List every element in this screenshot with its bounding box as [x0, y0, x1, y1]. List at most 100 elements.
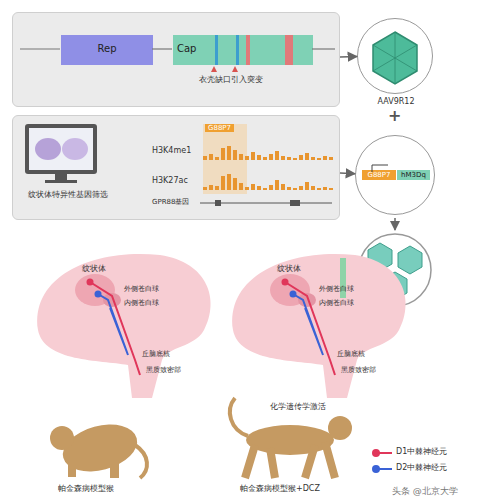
track-bar — [221, 148, 225, 160]
track-bar — [215, 186, 219, 190]
track-bar — [293, 158, 297, 160]
monkey-legs — [245, 442, 335, 478]
flow-arrow — [340, 172, 355, 174]
track-bar — [257, 186, 261, 190]
track-bar — [203, 187, 207, 190]
track-bar — [323, 187, 327, 190]
brain-region: 丘脑底核 — [142, 350, 170, 358]
track-bar — [227, 174, 231, 190]
d1-neuron — [282, 279, 289, 286]
track-bar — [251, 184, 255, 190]
gene-exon — [215, 200, 221, 206]
vector-name: AAV9R12 — [346, 97, 446, 107]
virus-circle: AAV9R12 — [357, 18, 433, 94]
brain-outline — [232, 254, 405, 398]
panel-caption: 衣壳缺口引入突变 — [161, 75, 301, 85]
d2-neuron — [95, 291, 102, 298]
promoter-arrow — [372, 165, 388, 172]
track-bar — [269, 154, 273, 160]
capsid-facets — [373, 32, 417, 84]
panel-caption: 纹状体特异性基因筛选 — [15, 190, 121, 200]
flow-arrow — [394, 218, 396, 230]
construct-circle: G88P7hM3Dq — [355, 135, 435, 215]
gene-name: Rep — [61, 43, 153, 55]
monkey-leg — [110, 458, 119, 478]
condition-label: 化学遗传学激活 — [270, 402, 326, 412]
track-bar — [329, 157, 333, 160]
plus-sign: + — [388, 106, 401, 125]
legend-text: D1中棘神经元 — [396, 447, 447, 457]
track-bar — [209, 154, 213, 160]
monkey-hunched — [50, 417, 147, 479]
track-bar — [233, 178, 237, 190]
track-bar — [305, 153, 309, 160]
track-bar — [269, 185, 273, 190]
d1-pathway — [90, 282, 140, 375]
brain-outline — [37, 254, 210, 398]
track-bar — [329, 188, 333, 190]
monkey-tail — [230, 398, 248, 436]
brain-region: 黑质致密部 — [341, 366, 376, 374]
track-bar — [245, 187, 249, 190]
mutation-marker — [232, 66, 238, 72]
d1-pathway — [285, 282, 335, 375]
monkey-leg — [68, 455, 76, 477]
legend-axon — [378, 468, 392, 470]
aav-capsid — [373, 32, 417, 84]
watermark: 头条 @北京大学 — [392, 486, 458, 497]
signal-tracks — [203, 146, 333, 190]
track-bar — [215, 157, 219, 160]
brain-region: 丘脑底核 — [337, 350, 365, 358]
track-bar — [311, 157, 315, 160]
track-bar — [233, 150, 237, 160]
promoter-highlight — [203, 124, 247, 194]
track-bar — [239, 183, 243, 190]
track-bar — [263, 157, 267, 160]
brain-region: 纹状体 — [82, 264, 106, 274]
track-bar — [311, 186, 315, 190]
transgene-name: hM3Dq — [397, 170, 430, 180]
d1-neuron — [87, 279, 94, 286]
gene-exon — [290, 200, 300, 206]
promoter-name: G88P7 — [362, 170, 396, 180]
track-bar — [317, 188, 321, 190]
genome-line — [152, 48, 172, 49]
monkey-walking — [230, 398, 352, 478]
genome-line — [20, 48, 60, 49]
flow-arrow — [340, 56, 357, 58]
legend-row: D2中棘神经元 — [372, 463, 492, 475]
track-bar — [257, 155, 261, 160]
track-bar — [203, 156, 207, 160]
legend-swatch — [372, 449, 380, 457]
rep-gene-box: Rep — [61, 35, 153, 65]
monkey-label: 帕金森病模型猴 — [58, 484, 114, 494]
gene-name: GPR88基因 — [152, 198, 189, 206]
brain-region: 外侧苍白球 — [124, 285, 159, 293]
d2-neuron — [290, 291, 297, 298]
monitor-stand — [55, 174, 67, 180]
genome-line — [312, 48, 335, 49]
track-bar — [251, 152, 255, 160]
track-bar — [245, 156, 249, 160]
track-bar — [209, 185, 213, 190]
track-bar — [263, 188, 267, 190]
track-name: H3K27ac — [152, 176, 188, 186]
legend-row: D1中棘神经元 — [372, 447, 492, 459]
monkey-body — [58, 417, 143, 479]
promoter-tag: G88P7 — [205, 124, 234, 132]
d2-pathway — [98, 294, 128, 355]
legend-swatch — [372, 465, 380, 473]
track-bar — [323, 156, 327, 160]
track-bar — [239, 154, 243, 160]
brain-slice — [35, 138, 61, 160]
track-name: H3K4me1 — [152, 146, 191, 156]
brain-region: 内侧苍白球 — [124, 299, 159, 307]
monitor-base — [45, 180, 77, 183]
gene-line — [200, 203, 332, 204]
track-bar — [299, 155, 303, 160]
monkey-head — [50, 426, 74, 450]
monkey-body — [246, 425, 334, 455]
virus-capsid — [398, 246, 422, 274]
